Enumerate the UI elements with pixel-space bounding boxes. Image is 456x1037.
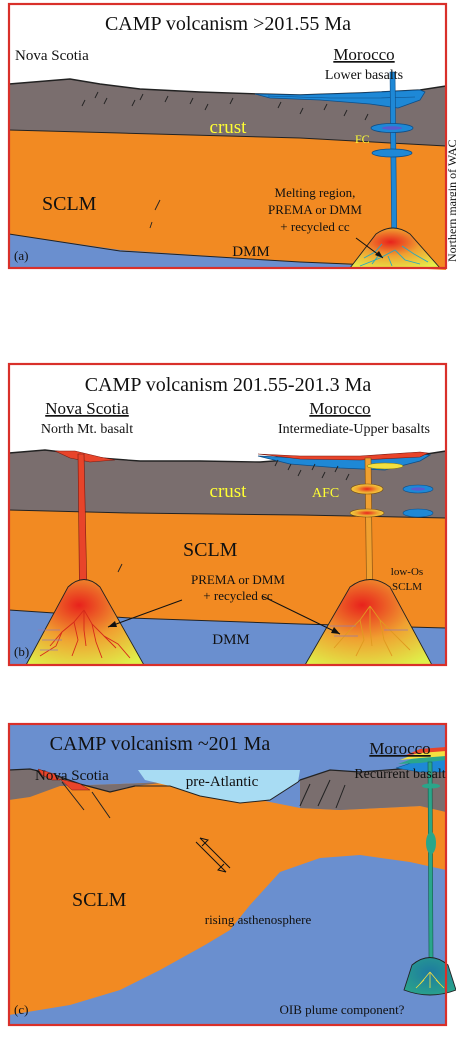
north-mt-basalt-flow [54, 450, 116, 463]
panel-c-left-region: Nova Scotia [35, 768, 109, 784]
sill-b-2 [350, 483, 384, 495]
panel-a-right-sub: Lower basalts [325, 68, 403, 83]
panel-a-letter: (a) [14, 248, 28, 263]
fault-dashes-b [117, 459, 350, 573]
feeder-dike-c [427, 761, 434, 959]
panel-b-melt-line1: PREMA or DMM [191, 572, 285, 587]
sill-b-5 [402, 508, 434, 518]
fault-dashes-a [81, 91, 369, 229]
melting-region-a [349, 227, 441, 269]
panel-c-ocean-label: pre-Atlantic [186, 774, 259, 790]
panel-a-fc-label: FC [355, 132, 370, 146]
panel-b-sclm-label: SCLM [183, 539, 238, 561]
panel-a-sclm-label: SCLM [42, 193, 97, 215]
panel-c-asth-label: rising asthenosphere [205, 912, 312, 927]
panel-b-right-sub: Intermediate-Upper basalts [278, 422, 430, 437]
panel-b-melt-line2: + recycled cc [203, 588, 273, 603]
panel-b-frame [7, 362, 448, 667]
panel-b-dmm-label: DMM [212, 632, 250, 648]
panel-b-lowos-line1: low-Os [391, 566, 423, 578]
panel-c-sclm-label: SCLM [72, 889, 127, 911]
panel-c-letter: (c) [14, 1002, 28, 1017]
panel-a-right-region: Morocco [333, 45, 394, 64]
panel-a-melt-line2: PREMA or DMM [268, 202, 362, 217]
panel-b-lowos-line2: SCLM [392, 581, 422, 593]
panel-a-title: CAMP volcanism >201.55 Ma [105, 13, 351, 35]
panel-a-dmm-label: DMM [232, 244, 270, 260]
panel-a-melt-line3: + recycled cc [280, 219, 350, 234]
panel-c: CAMP volcanism ~201 Ma Nova Scotia Moroc… [7, 722, 456, 1027]
panel-a-melt-line1: Melting region, [275, 185, 356, 200]
sill-a-2 [371, 148, 413, 158]
panel-a-left-region: Nova Scotia [15, 48, 89, 64]
melt-veins-b-left [39, 609, 131, 659]
panel-b-left-region: Nova Scotia [45, 399, 129, 418]
panel-c-frame [7, 722, 448, 1027]
panel-b-right-region: Morocco [309, 399, 370, 418]
panel-a: CAMP volcanism >201.55 Ma Nova Scotia Mo… [0, 0, 456, 304]
sclm-layer-c [9, 782, 446, 1015]
panel-b-letter: (b) [14, 644, 29, 659]
panel-c-right-region: Morocco [369, 739, 430, 758]
crust-right-c [300, 766, 446, 812]
panel-c-right-sub: Recurrent basalt [354, 767, 445, 782]
panel-a-crust-label: crust [210, 117, 248, 138]
sill-b-1 [366, 462, 404, 470]
panel-c-oib-label: OIB plume component? [280, 1002, 405, 1017]
panel-b: CAMP volcanism 201.55-201.3 Ma Nova Scot… [7, 362, 448, 667]
panel-b-afc-label: AFC [312, 486, 339, 501]
sclm-layer-a [9, 130, 446, 270]
panel-b-left-sub: North Mt. basalt [41, 422, 133, 437]
melting-region-b-left [25, 579, 145, 666]
lower-basalt-flow [254, 89, 426, 109]
panel-a-wac-label: Northern margin of WAC [445, 139, 456, 262]
sill-b-4 [349, 508, 385, 518]
pre-atlantic-basin [138, 770, 300, 803]
panel-c-title: CAMP volcanism ~201 Ma [50, 733, 271, 755]
fault-arrows-c [195, 837, 231, 873]
panel-b-title: CAMP volcanism 201.55-201.3 Ma [85, 374, 372, 396]
panel-b-crust-label: crust [210, 481, 248, 502]
sclm-layer-b [9, 510, 446, 628]
melting-region-b-right [304, 579, 433, 666]
panel-a-frame [7, 2, 448, 270]
